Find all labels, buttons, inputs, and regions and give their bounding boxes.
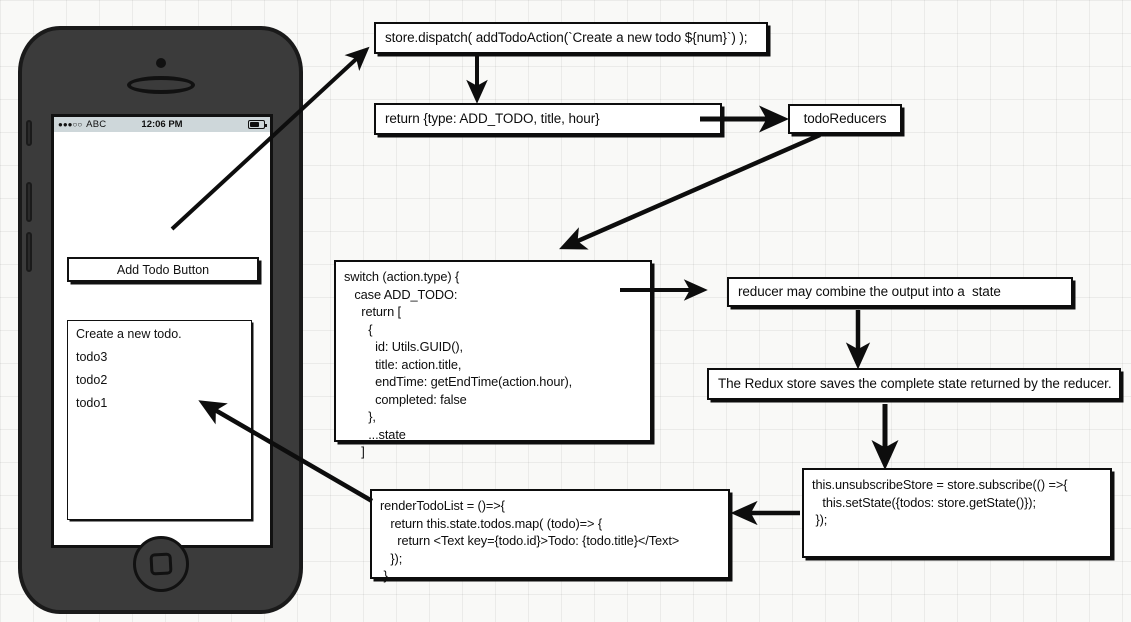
switch-block[interactable]: switch (action.type) { case ADD_TODO: re… [334, 260, 652, 459]
phone-camera-icon [155, 58, 166, 68]
phone-body: ●●●○○ ABC 12:06 PM Add Todo Button Creat… [18, 26, 303, 614]
phone-side-button-volume-down[interactable] [26, 232, 32, 272]
todo-reducers-box[interactable]: todoReducers [788, 104, 902, 134]
phone-home-button[interactable] [132, 536, 189, 592]
signal-strength-icon: ●●●○○ [58, 120, 83, 129]
arrow-reducers-to-switch [559, 132, 821, 250]
home-square-icon [148, 552, 173, 576]
render-block[interactable]: renderTodoList = ()=>{ return this.state… [370, 489, 730, 583]
list-item[interactable]: todo3 [76, 350, 108, 364]
carrier-label: ABC [86, 119, 107, 130]
list-item[interactable]: Create a new todo. [76, 327, 182, 341]
phone-speaker-icon [126, 76, 195, 94]
list-item[interactable]: todo1 [76, 396, 108, 410]
phone-mockup: ●●●○○ ABC 12:06 PM Add Todo Button Creat… [10, 18, 310, 616]
phone-side-button-silent[interactable] [26, 120, 32, 146]
battery-icon [248, 120, 267, 129]
phone-side-button-volume-up[interactable] [26, 182, 32, 222]
action-return-box[interactable]: return {type: ADD_TODO, title, hour} [374, 103, 722, 135]
todo-list[interactable]: Create a new todo. todo3 todo2 todo1 [67, 320, 252, 520]
subscribe-block[interactable]: this.unsubscribeStore = store.subscribe(… [802, 468, 1112, 558]
dispatch-box[interactable]: store.dispatch( addTodoAction(`Create a … [374, 22, 768, 54]
clock-label: 12:06 PM [141, 119, 183, 130]
combine-note-box[interactable]: reducer may combine the output into a st… [727, 277, 1073, 307]
phone-screen: ●●●○○ ABC 12:06 PM Add Todo Button Creat… [51, 114, 273, 548]
list-item[interactable]: todo2 [76, 373, 108, 387]
status-bar: ●●●○○ ABC 12:06 PM [54, 117, 270, 132]
add-todo-button[interactable]: Add Todo Button [67, 257, 259, 282]
store-note-box[interactable]: The Redux store saves the complete state… [707, 368, 1121, 400]
